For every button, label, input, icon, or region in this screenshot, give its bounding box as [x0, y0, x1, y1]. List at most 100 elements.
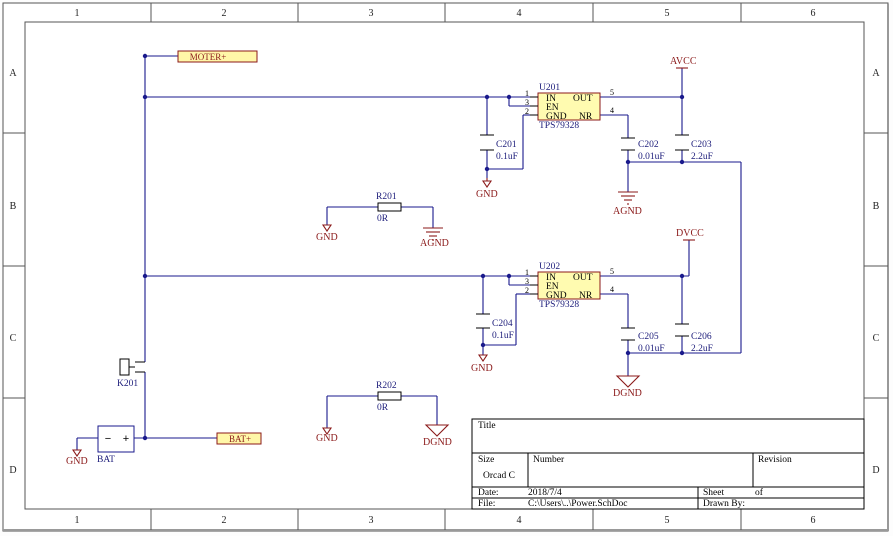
dgnd-r202-icon: DGND — [423, 424, 452, 448]
port-bat-label: BAT+ — [229, 434, 251, 444]
gnd-bat-icon: GND — [66, 449, 88, 467]
gnd-bat-label: GND — [66, 456, 88, 467]
zone-col-4-top: 4 — [517, 8, 522, 19]
zone-row-b-right: B — [873, 201, 880, 212]
zone-col-3-bottom: 3 — [369, 515, 374, 526]
agnd-c202-label: AGND — [613, 206, 642, 217]
r201-designator: R201 — [376, 192, 397, 202]
u202-pin-num-4: 4 — [610, 285, 614, 294]
capacitor-c202[interactable]: C202 0.01uF — [621, 137, 665, 162]
c203-value: 2.2uF — [691, 152, 713, 162]
zone-row-d-left: D — [9, 465, 16, 476]
u202-pin-in: IN — [546, 273, 556, 283]
agnd-r201-icon: AGND — [420, 227, 449, 249]
zone-row-d-right: D — [872, 465, 879, 476]
u202-designator: U202 — [539, 262, 560, 272]
u201-pin-nr: NR — [579, 112, 593, 122]
u201-pin-num-4: 4 — [610, 106, 614, 115]
u201-pin-num-1: 1 — [525, 89, 529, 98]
dgnd-c205-icon: DGND — [613, 375, 642, 399]
capacitor-c201[interactable]: C201 0.1uF — [480, 134, 518, 162]
file-label: File: — [478, 499, 495, 509]
avcc-label: AVCC — [670, 56, 697, 67]
dvcc-label: DVCC — [676, 228, 704, 239]
c202-value: 0.01uF — [638, 152, 665, 162]
c206-value: 2.2uF — [691, 344, 713, 354]
c204-designator: C204 — [492, 319, 513, 329]
r202-value: 0R — [377, 403, 389, 413]
u201-pin-gnd: GND — [546, 112, 567, 122]
resistor-r202[interactable]: R202 0R — [376, 381, 402, 413]
zone-col-1-bottom: 1 — [75, 515, 80, 526]
zone-col-1-top: 1 — [75, 8, 80, 19]
ic-u202[interactable]: U202 TPS79328 IN EN GND OUT NR 1 3 2 5 4 — [525, 262, 614, 310]
c203-designator: C203 — [691, 140, 712, 150]
zone-col-2-top: 2 — [222, 8, 227, 19]
drawn-by-label: Drawn By: — [703, 499, 745, 509]
zone-row-a-right: A — [872, 68, 880, 79]
u201-pin-out: OUT — [573, 94, 593, 104]
c202-designator: C202 — [638, 140, 659, 150]
c201-designator: C201 — [496, 140, 517, 150]
bat-designator: BAT — [97, 455, 115, 465]
u202-pin-num-3: 3 — [525, 277, 529, 286]
u202-pin-num-5: 5 — [610, 267, 614, 276]
u202-pin-num-1: 1 — [525, 268, 529, 277]
avcc-power-port: AVCC — [670, 56, 697, 69]
date-label: Date: — [478, 488, 499, 498]
capacitor-c205[interactable]: C205 0.01uF — [621, 327, 665, 354]
u201-pin-in: IN — [546, 94, 556, 104]
u202-pin-en: EN — [546, 282, 559, 292]
gnd-c204-label: GND — [471, 363, 493, 374]
dgnd-c205-label: DGND — [613, 388, 642, 399]
revision-label: Revision — [758, 455, 792, 465]
c205-designator: C205 — [638, 332, 659, 342]
u201-pin-num-5: 5 — [610, 88, 614, 97]
u202-pin-num-2: 2 — [525, 286, 529, 295]
title-label: Title — [478, 421, 496, 431]
port-moter[interactable]: MOTER+ — [177, 50, 258, 63]
c205-value: 0.01uF — [638, 344, 665, 354]
ic-u201[interactable]: U201 TPS79328 IN EN GND OUT NR 1 3 2 5 4 — [525, 83, 614, 131]
gnd-r201-icon: GND — [316, 224, 338, 243]
c204-value: 0.1uF — [492, 331, 514, 341]
capacitor-c204[interactable]: C204 0.1uF — [476, 313, 514, 341]
gnd-r202-icon: GND — [316, 427, 338, 444]
gnd-c201-label: GND — [476, 189, 498, 200]
u201-part: TPS79328 — [539, 121, 579, 131]
gnd-c201-icon: GND — [476, 178, 498, 200]
dvcc-power-port: DVCC — [676, 228, 704, 241]
switch-k201[interactable]: K201 — [117, 358, 145, 389]
c201-value: 0.1uF — [496, 152, 518, 162]
agnd-r201-label: AGND — [420, 238, 449, 249]
zone-col-5-top: 5 — [665, 8, 670, 19]
zone-col-5-bottom: 5 — [665, 515, 670, 526]
zone-row-a-left: A — [9, 68, 17, 79]
capacitor-c203[interactable]: C203 2.2uF — [675, 134, 713, 162]
of-label: of — [755, 487, 764, 498]
u201-pin-num-2: 2 — [525, 107, 529, 116]
u202-pin-nr: NR — [579, 291, 593, 301]
port-bat[interactable]: BAT+ — [216, 432, 262, 445]
junctions — [142, 53, 685, 441]
size-label: Size — [478, 455, 494, 465]
wires — [76, 55, 742, 450]
size-value: Orcad C — [483, 471, 515, 481]
gnd-r201-label: GND — [316, 232, 338, 243]
resistor-r201[interactable]: R201 0R — [376, 192, 402, 224]
bat-plus-sign: + — [123, 433, 129, 445]
c206-designator: C206 — [691, 332, 712, 342]
zone-row-b-left: B — [10, 201, 17, 212]
port-moter-label: MOTER+ — [190, 52, 227, 62]
number-label: Number — [533, 455, 565, 465]
bat-minus-sign: − — [105, 433, 111, 445]
capacitor-c206[interactable]: C206 2.2uF — [675, 323, 713, 354]
zone-col-6-bottom: 6 — [811, 515, 816, 526]
zone-col-4-bottom: 4 — [517, 515, 522, 526]
zone-col-2-bottom: 2 — [222, 515, 227, 526]
date-value: 2018/7/4 — [528, 488, 562, 498]
u202-pin-gnd: GND — [546, 291, 567, 301]
k201-designator: K201 — [117, 379, 138, 389]
battery-bat[interactable]: − + BAT — [97, 425, 135, 465]
